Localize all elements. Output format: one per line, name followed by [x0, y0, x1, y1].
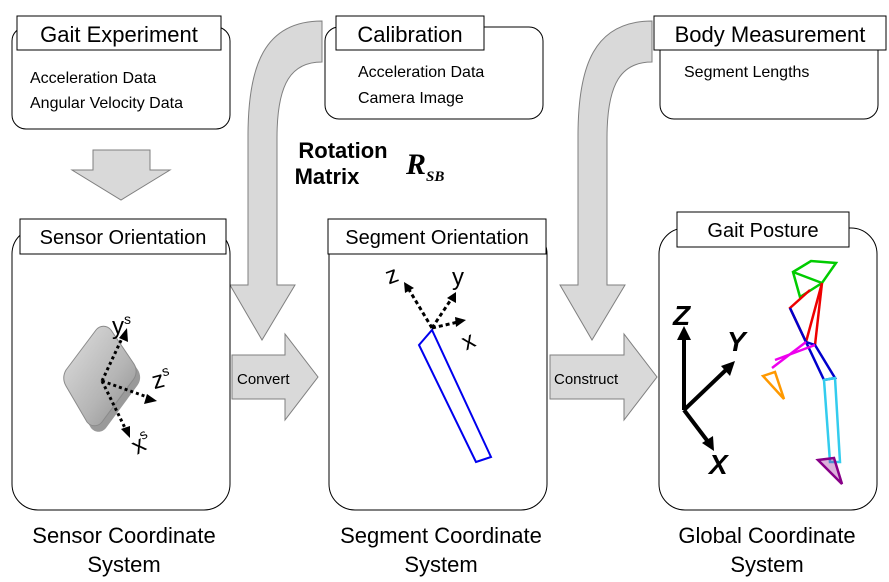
segment-axis-y-label: y: [452, 264, 464, 291]
sensor-panel: Sensor Orientation ys zs xs: [11, 218, 231, 511]
body-measurement-item-1: Segment Lengths: [684, 64, 809, 81]
calibration-item-1: Acceleration Data: [358, 64, 484, 81]
global-panel-title: Gait Posture: [707, 220, 818, 242]
global-caption-line2: System: [730, 552, 803, 577]
sensor-axes: [100, 333, 151, 433]
sensor-caption-line1: Sensor Coordinate: [32, 523, 215, 548]
gait-experiment-title: Gait Experiment: [40, 22, 198, 47]
body-measurement-title: Body Measurement: [675, 22, 866, 47]
global-axis-y-label: Y: [727, 326, 748, 357]
segment-caption-line1: Segment Coordinate: [340, 523, 542, 548]
gait-experiment-item-2: Angular Velocity Data: [30, 95, 183, 112]
calibration-item-2: Camera Image: [358, 90, 464, 107]
sensor-panel-title: Sensor Orientation: [40, 227, 207, 249]
convert-arrow: Convert: [231, 332, 319, 422]
sensor-caption-line2: System: [87, 552, 160, 577]
convert-label: Convert: [237, 371, 290, 388]
segment-axes: [406, 287, 459, 330]
body-measurement-curved-arrow: [559, 20, 653, 341]
segment-shape: [417, 328, 493, 464]
sensor-axis-arrowheads: [119, 328, 157, 438]
global-axis-arrowheads: [677, 326, 735, 451]
segment-panel: Segment Orientation z y x: [327, 218, 548, 511]
rotation-label-line1: Rotation: [298, 138, 387, 163]
global-caption-line1: Global Coordinate: [678, 523, 855, 548]
rotation-label-line2: Matrix: [295, 164, 361, 189]
gait-experiment-box: Gait Experiment Acceleration Data Angula…: [11, 15, 231, 130]
construct-label: Construct: [554, 371, 619, 388]
segment-axis-arrowheads: [404, 282, 466, 327]
construct-arrow: Construct: [549, 332, 658, 422]
segment-panel-title: Segment Orientation: [345, 227, 528, 249]
global-panel: Gait Posture Z Y X: [658, 211, 878, 511]
down-arrow: [70, 149, 172, 201]
global-axes: [682, 336, 730, 445]
sensor-axis-y-label: ys: [112, 311, 131, 340]
calibration-box: Calibration Acceleration Data Camera Ima…: [324, 15, 544, 120]
global-axis-z-label: Z: [672, 300, 691, 331]
gait-skeleton: [760, 259, 844, 485]
body-measurement-box: Body Measurement Segment Lengths: [653, 15, 887, 120]
gait-experiment-item-1: Acceleration Data: [30, 70, 156, 87]
segment-caption-line2: System: [404, 552, 477, 577]
rotation-matrix-symbol: RSB: [405, 148, 444, 185]
calibration-title: Calibration: [357, 22, 462, 47]
global-axis-x-label: X: [707, 449, 730, 480]
sensor-axis-z-label: zs: [148, 362, 174, 395]
